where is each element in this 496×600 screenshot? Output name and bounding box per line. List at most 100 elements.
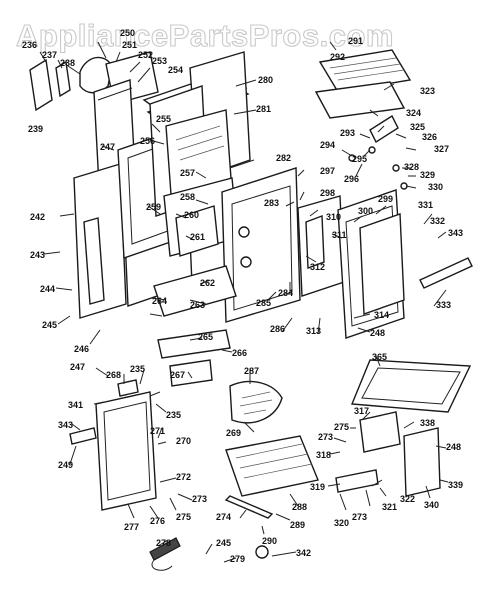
part-label-244: 244 (40, 284, 55, 294)
part-label-247: 247 (70, 362, 85, 372)
door-parts (69, 329, 472, 571)
part-label-245: 245 (216, 538, 231, 548)
part-label-266: 266 (232, 348, 247, 358)
part-label-313: 313 (306, 326, 321, 336)
part-label-327: 327 (434, 144, 449, 154)
part-label-237: 237 (42, 50, 57, 60)
part-label-320: 320 (334, 518, 349, 528)
part-label-324: 324 (406, 108, 421, 118)
part-label-326: 326 (422, 132, 437, 142)
part-label-262: 262 (200, 278, 215, 288)
part-label-275: 275 (176, 512, 191, 522)
part-label-235: 235 (130, 364, 145, 374)
part-label-339: 339 (448, 480, 463, 490)
side-panel-parts (29, 51, 473, 339)
part-label-311: 311 (332, 230, 347, 240)
part-label-322: 322 (400, 494, 415, 504)
part-label-300: 300 (358, 206, 373, 216)
part-label-265: 265 (198, 332, 213, 342)
part-label-247: 247 (100, 142, 115, 152)
part-label-275: 275 (334, 422, 349, 432)
part-label-343: 343 (448, 228, 463, 238)
part-label-276: 276 (150, 516, 165, 526)
part-label-343: 343 (58, 420, 73, 430)
part-label-257: 257 (180, 168, 195, 178)
part-label-270: 270 (176, 436, 191, 446)
part-label-271: 271 (150, 426, 165, 436)
part-label-260: 260 (184, 210, 199, 220)
part-label-321: 321 (382, 502, 397, 512)
part-label-332: 332 (430, 216, 445, 226)
leader-lines (39, 41, 449, 563)
part-label-255: 255 (156, 114, 171, 124)
part-label-333: 333 (436, 300, 451, 310)
part-label-292: 292 (330, 52, 345, 62)
part-label-285: 285 (256, 298, 271, 308)
part-label-325: 325 (410, 122, 425, 132)
part-label-329: 329 (420, 170, 435, 180)
part-label-282: 282 (276, 153, 291, 163)
part-label-294: 294 (320, 140, 335, 150)
part-label-280: 280 (258, 75, 273, 85)
part-label-245: 245 (42, 320, 57, 330)
part-label-283: 283 (264, 198, 279, 208)
part-label-249: 249 (58, 460, 73, 470)
part-label-269: 269 (226, 428, 241, 438)
part-label-264: 264 (152, 296, 167, 306)
part-label-248: 248 (446, 442, 461, 452)
part-label-246: 246 (74, 344, 89, 354)
part-label-256: 256 (140, 136, 155, 146)
part-label-317: 317 (354, 406, 369, 416)
part-label-291: 291 (348, 36, 363, 46)
part-label-252: 252 (138, 50, 153, 60)
part-label-310: 310 (326, 212, 341, 222)
watermark: AppliancePartsPros.com (16, 18, 394, 53)
part-label-272: 272 (176, 472, 191, 482)
part-label-318: 318 (316, 450, 331, 460)
part-label-258: 258 (180, 192, 195, 202)
part-label-365: 365 (372, 352, 387, 362)
part-label-259: 259 (146, 202, 161, 212)
part-label-263: 263 (190, 300, 205, 310)
part-label-293: 293 (340, 128, 355, 138)
part-label-312: 312 (310, 262, 325, 272)
part-label-251: 251 (122, 40, 137, 50)
part-label-314: 314 (374, 310, 389, 320)
part-label-299: 299 (378, 194, 393, 204)
part-label-330: 330 (428, 182, 443, 192)
part-label-287: 287 (244, 366, 259, 376)
part-label-250: 250 (120, 28, 135, 38)
part-label-297: 297 (320, 166, 335, 176)
part-label-328: 328 (404, 162, 419, 172)
part-number-labels: 236 237 238 250 251 252 253 254 239 280 … (22, 28, 463, 564)
part-label-279: 279 (230, 554, 245, 564)
part-label-261: 261 (190, 232, 205, 242)
part-label-323: 323 (420, 86, 435, 96)
part-label-238: 238 (60, 58, 75, 68)
part-label-267: 267 (170, 370, 185, 380)
part-label-239: 239 (28, 124, 43, 134)
part-label-338: 338 (420, 418, 435, 428)
part-label-331: 331 (418, 200, 433, 210)
part-label-253: 253 (152, 56, 167, 66)
part-label-286: 286 (270, 324, 285, 334)
part-label-273: 273 (352, 512, 367, 522)
part-label-273: 273 (318, 432, 333, 442)
part-label-243: 243 (30, 250, 45, 260)
part-label-254: 254 (168, 65, 183, 75)
part-label-295: 295 (352, 154, 367, 164)
part-label-342: 342 (296, 548, 311, 558)
part-label-277: 277 (124, 522, 139, 532)
part-label-268: 268 (106, 370, 121, 380)
part-label-340: 340 (424, 500, 439, 510)
part-label-298: 298 (320, 188, 335, 198)
part-label-281: 281 (256, 104, 271, 114)
part-label-274: 274 (216, 512, 231, 522)
part-label-242: 242 (30, 212, 45, 222)
part-label-278: 278 (156, 538, 171, 548)
part-label-288: 288 (292, 502, 307, 512)
part-label-248: 248 (370, 328, 385, 338)
part-label-296: 296 (344, 174, 359, 184)
part-label-290: 290 (262, 536, 277, 546)
part-label-235: 235 (166, 410, 181, 420)
